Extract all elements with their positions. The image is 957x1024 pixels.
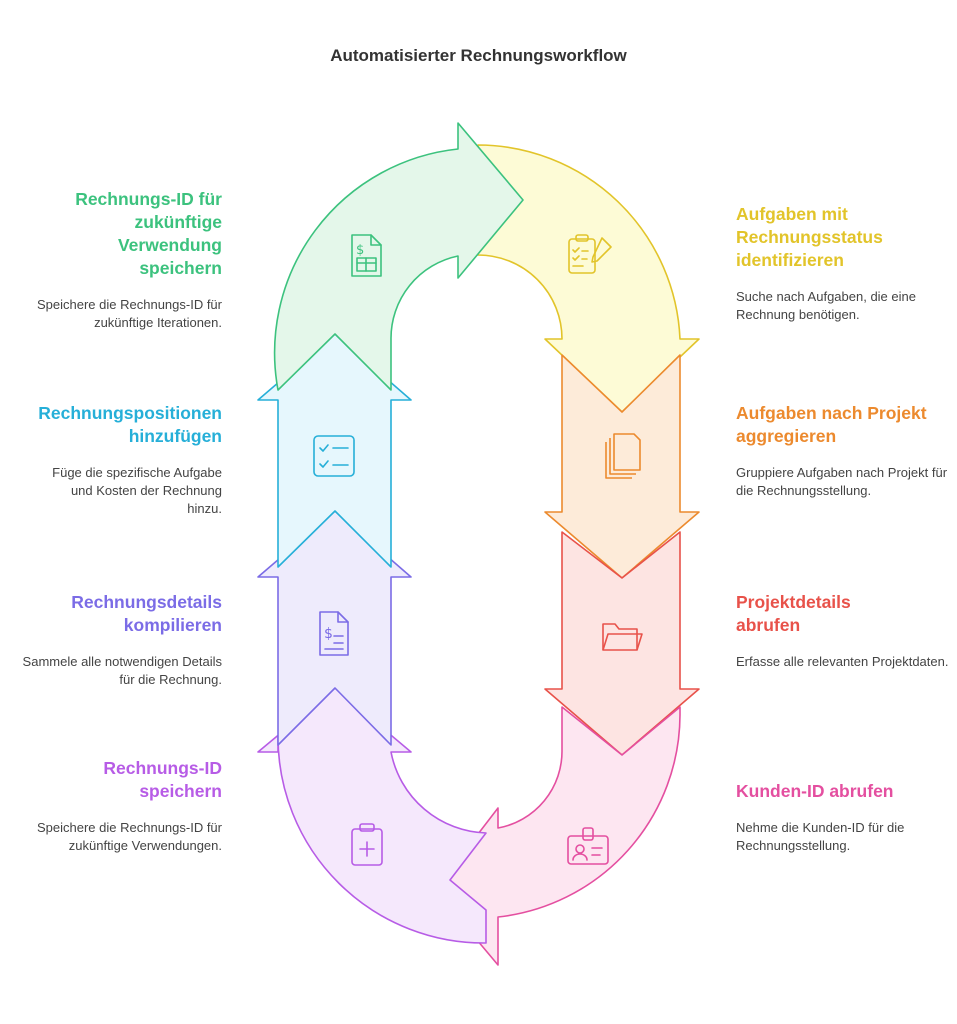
- step-2-description: Gruppiere Aufgaben nach Projekt für die …: [736, 465, 948, 498]
- step-7-label: Rechnungspositionen hinzufügen Füge die …: [0, 402, 222, 518]
- svg-text:$: $: [356, 243, 364, 258]
- step-4-title: Kunden-ID abrufen: [736, 781, 894, 801]
- cycle-segment-8: $: [273, 122, 524, 391]
- invoice-document-icon: $: [319, 611, 349, 656]
- cycle-segment-7: [257, 333, 412, 568]
- step-7-description: Füge die spezifische Aufgabe und Kosten …: [52, 465, 222, 516]
- cycle-segment-2: [544, 354, 700, 579]
- step-6-title: Rechnungsdetails kompilieren: [71, 592, 222, 635]
- step-4-description: Nehme die Kunden-ID für die Rechnungsste…: [736, 820, 905, 853]
- step-7-title: Rechnungspositionen hinzufügen: [38, 403, 222, 446]
- step-6-description: Sammele alle notwendigen Details für die…: [22, 654, 222, 687]
- step-8-description: Speichere die Rechnungs-ID für zukünftig…: [37, 297, 222, 330]
- step-1-title: Aufgaben mit Rechnungsstatus identifizie…: [736, 204, 883, 270]
- cycle-segment-4: [434, 706, 681, 966]
- step-4-label: Kunden-ID abrufen Nehme die Kunden-ID fü…: [736, 780, 957, 855]
- folder-open-icon: [602, 623, 643, 651]
- step-2-title: Aufgaben nach Projekt aggregieren: [736, 403, 927, 446]
- step-3-title: Projektdetails abrufen: [736, 592, 851, 635]
- step-8-title: Rechnungs-ID für zukünftige Verwendung s…: [75, 189, 222, 278]
- step-1-description: Suche nach Aufgaben, die eine Rechnung b…: [736, 289, 916, 322]
- cycle-segment-1: [477, 144, 700, 413]
- step-5-title: Rechnungs-ID speichern: [103, 758, 222, 801]
- checklist-icon: [313, 435, 355, 477]
- cycle-segment-3: [544, 531, 700, 756]
- step-3-label: Projektdetails abrufen Erfasse alle rele…: [736, 591, 957, 671]
- step-1-label: Aufgaben mit Rechnungsstatus identifizie…: [736, 203, 957, 324]
- cycle-segment-6: $: [257, 510, 412, 746]
- clipboard-check-icon: [568, 234, 612, 274]
- documents-stack-icon: [605, 433, 641, 479]
- step-3-description: Erfasse alle relevanten Projektdaten.: [736, 654, 949, 669]
- step-6-label: Rechnungsdetails kompilieren Sammele all…: [0, 591, 222, 689]
- step-2-label: Aufgaben nach Projekt aggregieren Gruppi…: [736, 402, 957, 500]
- spreadsheet-document-icon: $: [351, 234, 382, 277]
- step-8-label: Rechnungs-ID für zukünftige Verwendung s…: [0, 188, 222, 332]
- step-5-label: Rechnungs-ID speichern Speichere die Rec…: [0, 757, 222, 855]
- cycle-segment-5: [257, 687, 487, 944]
- id-badge-icon: [567, 827, 609, 865]
- clipboard-plus-icon: [351, 823, 383, 866]
- diagram-title: Automatisierter Rechnungsworkflow: [330, 46, 627, 65]
- step-5-description: Speichere die Rechnungs-ID für zukünftig…: [37, 820, 222, 853]
- svg-text:$: $: [324, 626, 333, 642]
